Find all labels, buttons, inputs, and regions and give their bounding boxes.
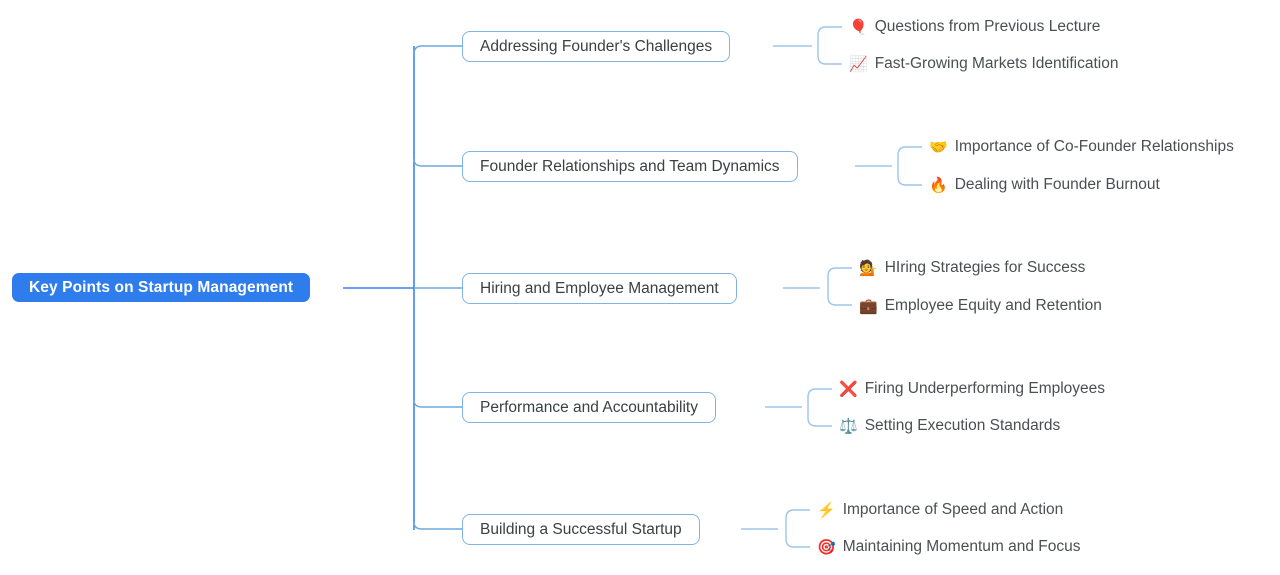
leaf-label: HIring Strategies for Success — [884, 259, 1086, 277]
leaf-item-3-1[interactable]: 💁 HIring Strategies for Success — [859, 257, 1085, 279]
leaf-item-4-1[interactable]: ❌ Firing Underperforming Employees — [839, 378, 1105, 400]
leaf-bracket-2 — [897, 146, 922, 186]
leaf-label: Firing Underperforming Employees — [864, 380, 1106, 398]
branch-elbow-5 — [413, 521, 462, 530]
leaf-bracket-5 — [785, 509, 810, 548]
leaf-item-1-1[interactable]: 🎈 Questions from Previous Lecture — [849, 16, 1100, 38]
leaf-item-3-2[interactable]: 💼 Employee Equity and Retention — [859, 295, 1102, 317]
leaf-label: Fast-Growing Markets Identification — [874, 55, 1119, 73]
person-tipping-hand-icon: 💁 — [859, 259, 878, 277]
branch-node-3[interactable]: Hiring and Employee Management — [462, 273, 737, 304]
leaf-bracket-1 — [817, 26, 842, 65]
branch-node-2[interactable]: Founder Relationships and Team Dynamics — [462, 151, 798, 182]
leaf-label: Importance of Co-Founder Relationships — [954, 138, 1234, 156]
leaf-item-1-2[interactable]: 📈 Fast-Growing Markets Identification — [849, 53, 1118, 75]
leaf-label: Importance of Speed and Action — [842, 501, 1064, 519]
briefcase-icon: 💼 — [859, 297, 878, 315]
leaf-bracket-4 — [807, 388, 832, 427]
leaf-label: Employee Equity and Retention — [884, 297, 1102, 315]
fire-icon: 🔥 — [929, 176, 948, 194]
chart-increasing-icon: 📈 — [849, 55, 868, 73]
branch-elbow-4 — [413, 399, 462, 408]
leaf-label: Dealing with Founder Burnout — [954, 176, 1160, 194]
leaf-item-2-2[interactable]: 🔥 Dealing with Founder Burnout — [929, 174, 1160, 196]
leaf-label: Maintaining Momentum and Focus — [842, 538, 1081, 556]
high-voltage-icon: ⚡ — [817, 501, 836, 519]
leaf-item-5-1[interactable]: ⚡ Importance of Speed and Action — [817, 499, 1063, 521]
leaf-item-2-1[interactable]: 🤝 Importance of Co-Founder Relationships — [929, 136, 1234, 158]
branch-node-5[interactable]: Building a Successful Startup — [462, 514, 700, 545]
balloon-icon: 🎈 — [849, 18, 868, 36]
handshake-icon: 🤝 — [929, 138, 948, 156]
leaf-item-5-2[interactable]: 🎯 Maintaining Momentum and Focus — [817, 536, 1080, 558]
branch-elbow-1 — [413, 45, 462, 55]
leaf-item-4-2[interactable]: ⚖️ Setting Execution Standards — [839, 415, 1060, 437]
leaf-bracket-3 — [827, 267, 852, 306]
cross-mark-icon: ❌ — [839, 380, 858, 398]
branch-node-4[interactable]: Performance and Accountability — [462, 392, 716, 423]
branch-node-1[interactable]: Addressing Founder's Challenges — [462, 31, 731, 62]
root-node[interactable]: Key Points on Startup Management — [12, 273, 311, 302]
balance-scale-icon: ⚖️ — [839, 417, 858, 435]
leaf-label: Questions from Previous Lecture — [874, 18, 1101, 36]
leaf-label: Setting Execution Standards — [864, 417, 1061, 435]
direct-hit-icon: 🎯 — [817, 538, 836, 556]
branch-elbow-2 — [413, 158, 462, 167]
